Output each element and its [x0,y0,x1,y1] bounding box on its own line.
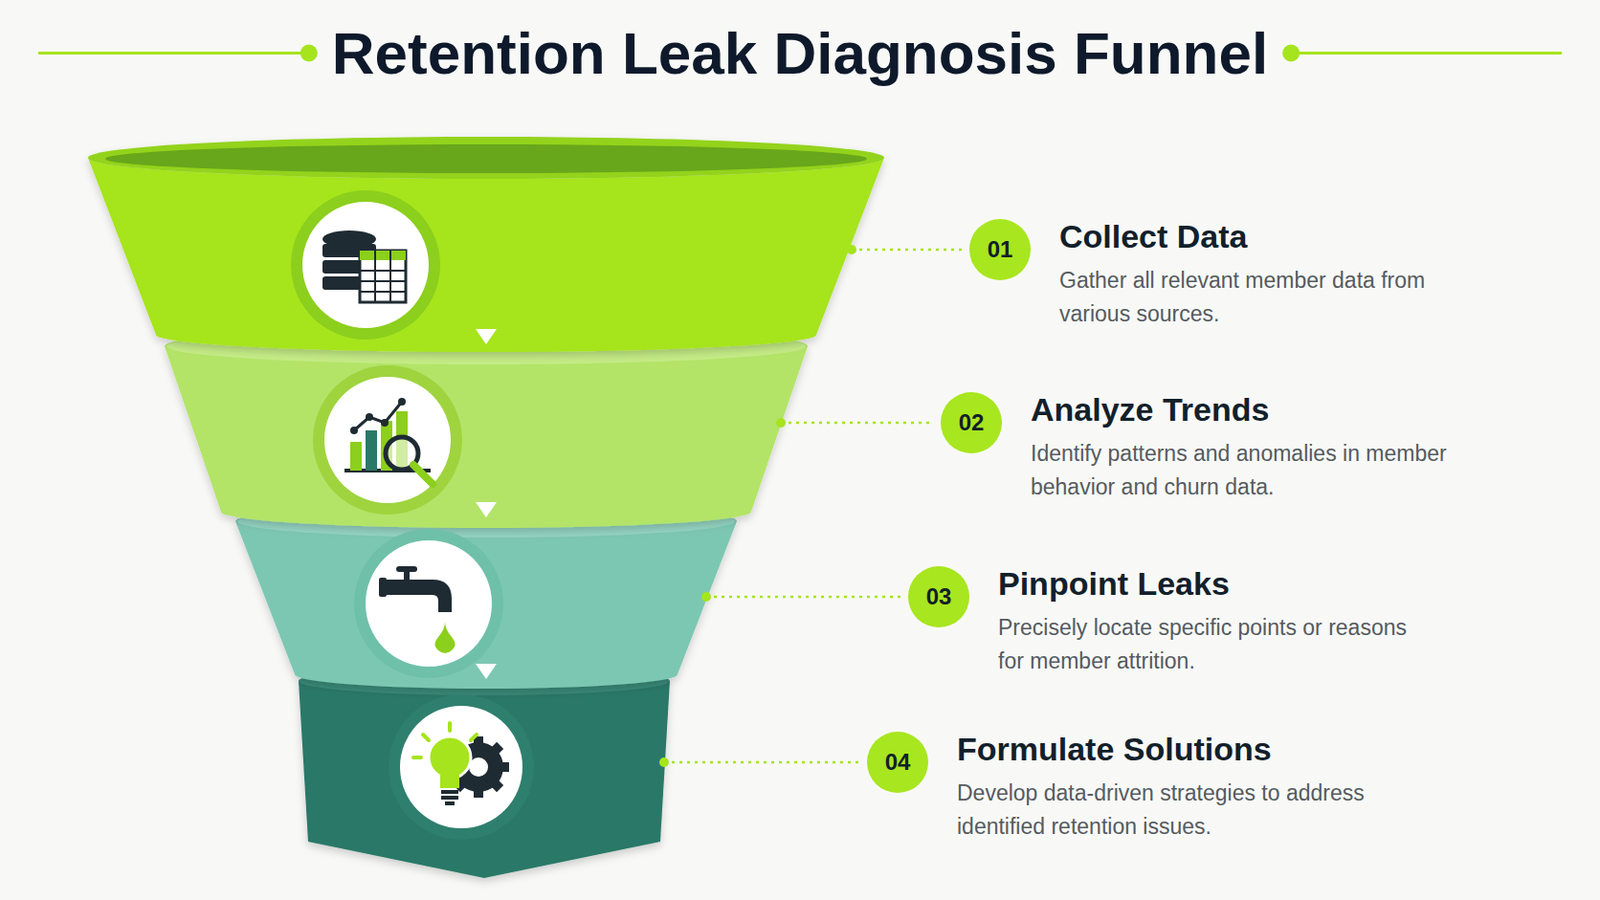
step-heading: Collect Data [1059,217,1490,257]
step-description: Develop data-driven strategies to addres… [956,777,1388,845]
step-number: 01 [987,236,1014,264]
step-description: Identify patterns and anomalies in membe… [1030,437,1462,505]
step-text: Pinpoint LeaksPrecisely locate specific … [998,564,1429,679]
step-number: 02 [958,409,985,437]
funnel-band [235,504,737,689]
flow-arrow [475,664,497,680]
step-text: Formulate SolutionsDevelop data-driven s… [956,730,1388,845]
step-number: 04 [885,749,912,777]
step-item: 01 Collect DataGather all relevant member… [969,219,1490,332]
chart-icon [312,365,463,515]
leader-dot [846,244,857,255]
step-item: 03 Pinpoint LeaksPrecisely locate specifi… [908,566,1429,679]
funnel-band [164,327,808,529]
step-heading: Formulate Solutions [956,730,1388,770]
diagram-title: Retention Leak Diagnosis Funnel [332,20,1268,87]
step-item: 04 Formulate SolutionsDevelop data-driven… [866,732,1388,845]
idea-icon [388,694,534,841]
number-circle: 03 [908,566,970,628]
leader-line [780,422,934,425]
step-item: 02 Analyze TrendsIdentify patterns and an… [940,392,1462,505]
step-heading: Analyze Trends [1030,390,1462,430]
leader-line [664,761,860,765]
number-circle: 01 [969,219,1031,281]
leader-dot [776,418,786,428]
number-circle: 02 [940,392,1002,454]
funnel-band [298,666,670,879]
leader-lines [664,249,962,763]
faucet-icon [354,529,504,679]
number-circle: 04 [866,732,929,794]
step-description: Precisely locate specific points or reas… [998,611,1429,679]
step-heading: Pinpoint Leaks [998,564,1429,604]
step-text: Collect DataGather all relevant member d… [1059,217,1490,332]
step-number: 03 [926,583,953,611]
flow-arrow [475,329,497,345]
flow-arrow [475,502,497,518]
leader-dot [659,757,669,768]
step-text: Analyze TrendsIdentify patterns and anom… [1030,390,1462,505]
data-icon [290,190,441,340]
step-description: Gather all relevant member data from var… [1059,264,1490,332]
leader-line [851,248,962,252]
title-bar: Retention Leak Diagnosis Funnel [0,21,1600,87]
funnel-band [88,136,885,353]
leader-line [706,596,901,600]
leader-dot [701,592,712,602]
